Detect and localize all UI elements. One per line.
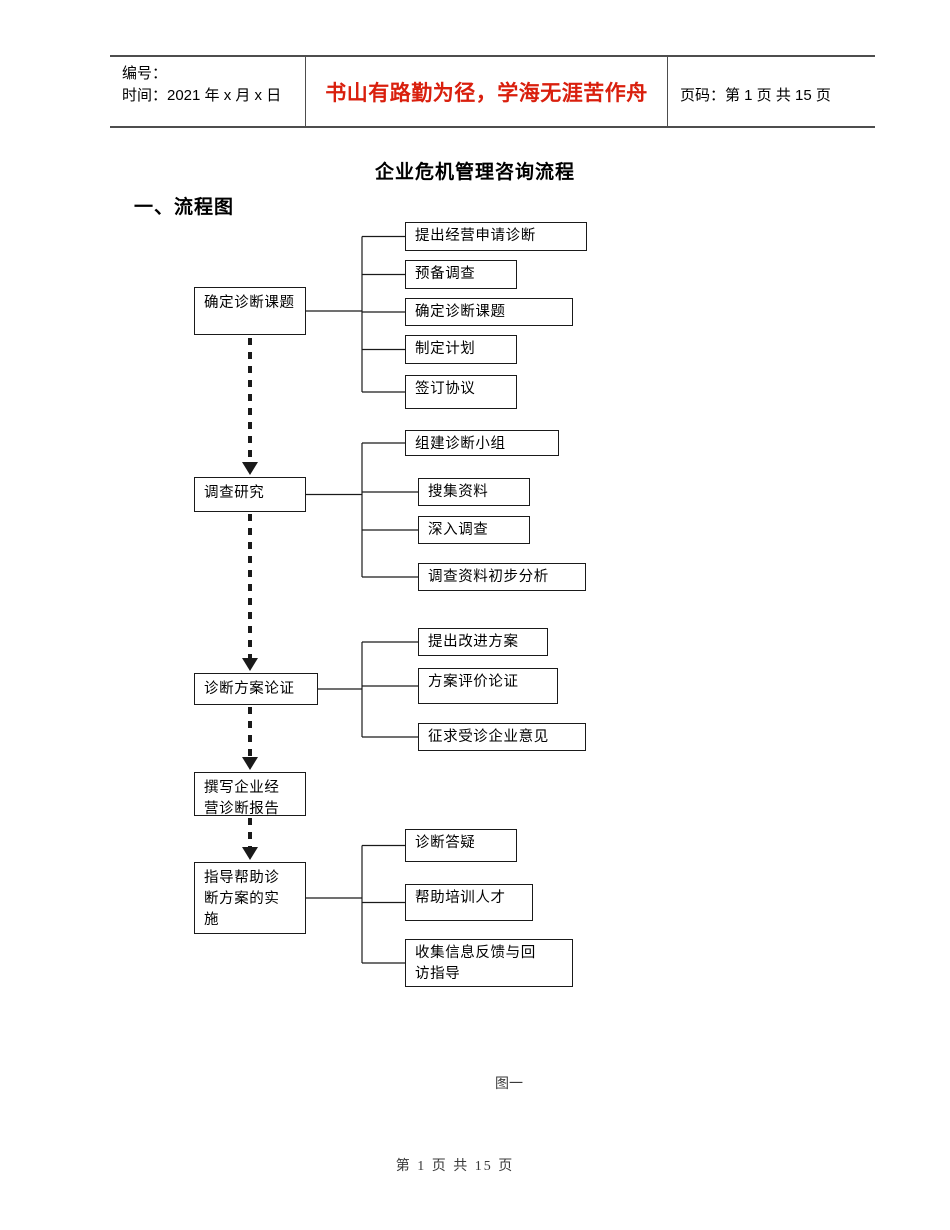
header-cell-page: 页码：第 1 页 共 15 页 bbox=[668, 57, 875, 126]
arrowhead-icon-2 bbox=[242, 757, 258, 770]
header-cell-motto: 书山有路勤为径，学海无涯苦作舟 bbox=[306, 57, 668, 126]
flowchart-task-box-1-4: 调查资料初步分析 bbox=[418, 563, 586, 591]
header-cell-code: 编号： 时间：2021 年 x 月 x 日 bbox=[110, 57, 306, 126]
flowchart-box-label: 提出经营申请诊断 bbox=[415, 228, 536, 244]
flowchart-stage-box-3: 撰写企业经 营诊断报告 bbox=[194, 772, 306, 817]
flowchart-box-label: 指导帮助诊 断方案的实 施 bbox=[204, 870, 280, 928]
section-heading: 一、流程图 bbox=[134, 197, 235, 218]
flowchart-task-box-2-2: 方案评价论证 bbox=[418, 668, 558, 704]
flowchart-stage-box-2: 诊断方案论证 bbox=[194, 673, 318, 705]
flowchart-box-label: 撰写企业经 营诊断报告 bbox=[204, 780, 280, 817]
page-title: 企业危机管理咨询流程 bbox=[374, 162, 575, 183]
header-motto-text: 书山有路勤为径，学海无涯苦作舟 bbox=[325, 81, 648, 105]
flowchart-box-label: 诊断方案论证 bbox=[204, 681, 295, 697]
header-page-indicator: 页码：第 1 页 共 15 页 bbox=[680, 87, 831, 104]
flowchart-box-label: 征求受诊企业意见 bbox=[428, 729, 549, 745]
flowchart-task-box-0-1: 提出经营申请诊断 bbox=[405, 222, 587, 251]
flowchart-task-box-0-3: 确定诊断课题 bbox=[405, 298, 573, 326]
flowchart-box-label: 提出改进方案 bbox=[428, 634, 519, 650]
header-code-label: 编号： bbox=[122, 65, 168, 82]
flowchart-box-label: 深入调查 bbox=[428, 522, 489, 538]
flowchart-task-box-1-3: 深入调查 bbox=[418, 516, 530, 544]
flowchart-task-box-1-2: 搜集资料 bbox=[418, 478, 530, 506]
flowchart-box-label: 预备调查 bbox=[415, 266, 476, 282]
document-header-table: 编号： 时间：2021 年 x 月 x 日 书山有路勤为径，学海无涯苦作舟 页码… bbox=[110, 55, 875, 128]
flowchart-task-box-1-1: 组建诊断小组 bbox=[405, 430, 559, 456]
flowchart-box-label: 帮助培训人才 bbox=[415, 890, 506, 906]
flowchart-box-label: 方案评价论证 bbox=[428, 674, 519, 690]
footer-page-number: 第 1 页 共 15 页 bbox=[395, 1159, 515, 1174]
flowchart-box-label: 确定诊断课题 bbox=[415, 304, 506, 320]
flowchart-task-box-0-4: 制定计划 bbox=[405, 335, 517, 364]
flowchart-box-label: 调查研究 bbox=[204, 485, 265, 501]
flowchart-box-label: 调查资料初步分析 bbox=[428, 569, 549, 585]
flowchart-stage-box-0: 确定诊断课题 bbox=[194, 287, 306, 335]
flowchart-box-label: 制定计划 bbox=[415, 341, 476, 357]
flowchart-task-box-2-3: 征求受诊企业意见 bbox=[418, 723, 586, 751]
flowchart-task-box-4-1: 诊断答疑 bbox=[405, 829, 517, 862]
arrowhead-icon-1 bbox=[242, 658, 258, 671]
arrowhead-icon-0 bbox=[242, 462, 258, 475]
flowchart-box-label: 搜集资料 bbox=[428, 484, 489, 500]
flowchart-task-box-0-2: 预备调查 bbox=[405, 260, 517, 289]
header-time-label: 时间：2021 年 x 月 x 日 bbox=[122, 87, 282, 104]
figure-caption: 图一 bbox=[495, 1077, 523, 1092]
flowchart-box-label: 收集信息反馈与回 访指导 bbox=[415, 945, 536, 982]
flowchart-box-label: 确定诊断课题 bbox=[204, 295, 295, 311]
flowchart-task-box-2-1: 提出改进方案 bbox=[418, 628, 548, 656]
flowchart-stage-box-1: 调查研究 bbox=[194, 477, 306, 512]
flowchart-box-label: 诊断答疑 bbox=[415, 835, 476, 851]
flowchart-task-box-4-3: 收集信息反馈与回 访指导 bbox=[405, 939, 573, 987]
flowchart-task-box-4-2: 帮助培训人才 bbox=[405, 884, 533, 921]
flowchart-box-label: 组建诊断小组 bbox=[415, 436, 506, 452]
flowchart-task-box-0-5: 签订协议 bbox=[405, 375, 517, 409]
arrowhead-icon-3 bbox=[242, 847, 258, 860]
flowchart-box-label: 签订协议 bbox=[415, 381, 476, 397]
flowchart-stage-box-4: 指导帮助诊 断方案的实 施 bbox=[194, 862, 306, 934]
